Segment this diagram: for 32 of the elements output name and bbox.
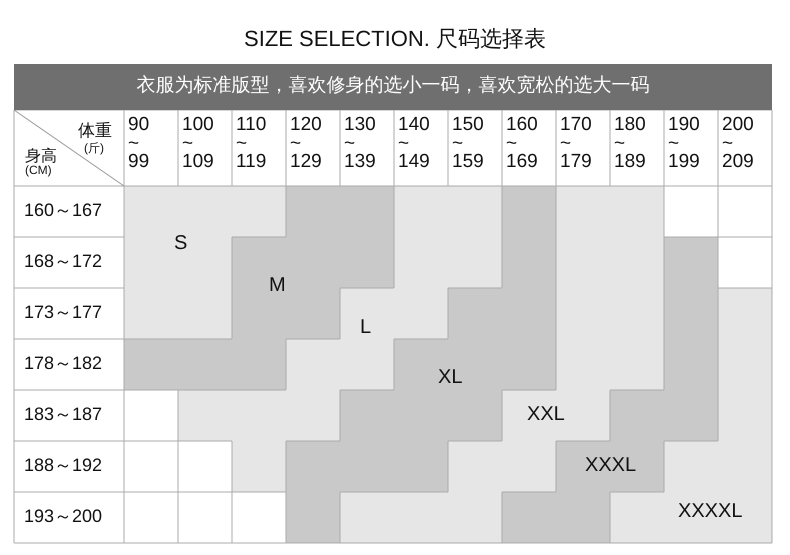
size-label: XXXXL <box>678 500 742 522</box>
banner-note: 衣服为标准版型，喜欢修身的选小一码，喜欢宽松的选大一码 <box>136 76 650 97</box>
height-range: 168～172 <box>24 252 102 272</box>
chart-title: SIZE SELECTION. 尺码选择表 <box>243 27 547 52</box>
height-range: 188～192 <box>24 456 102 476</box>
size-label: S <box>174 232 188 254</box>
size-label: XXL <box>527 403 565 425</box>
height-range: 178～182 <box>24 354 102 374</box>
weight-range: 200 ~ 209 <box>722 116 754 172</box>
size-label: XXXL <box>585 454 636 476</box>
axis-label: 体重 <box>78 122 112 141</box>
weight-range: 180 ~ 189 <box>614 116 646 172</box>
size-label: L <box>360 316 372 338</box>
weight-range: 100 ~ 109 <box>182 116 214 172</box>
weight-range: 160 ~ 169 <box>506 116 538 172</box>
weight-range: 170 ~ 179 <box>560 116 592 172</box>
weight-range: 150 ~ 159 <box>452 116 484 172</box>
weight-range: 190 ~ 199 <box>668 116 700 172</box>
weight-range: 130 ~ 139 <box>344 116 376 172</box>
unit-label: (斤) <box>84 142 104 156</box>
size-label: M <box>269 274 286 296</box>
weight-range: 110 ~ 119 <box>236 116 266 172</box>
unit-label: (CM) <box>25 164 52 178</box>
axis-label: 身高 <box>25 148 57 165</box>
height-range: 183～187 <box>24 405 102 425</box>
size-label: XL <box>438 366 462 388</box>
weight-range: 120 ~ 129 <box>290 116 322 172</box>
height-range: 173～177 <box>24 303 102 323</box>
height-range: 193～200 <box>24 507 102 527</box>
height-range: 160～167 <box>24 201 102 221</box>
weight-range: 90 ~ 99 <box>128 116 150 172</box>
weight-range: 140 ~ 149 <box>398 116 430 172</box>
